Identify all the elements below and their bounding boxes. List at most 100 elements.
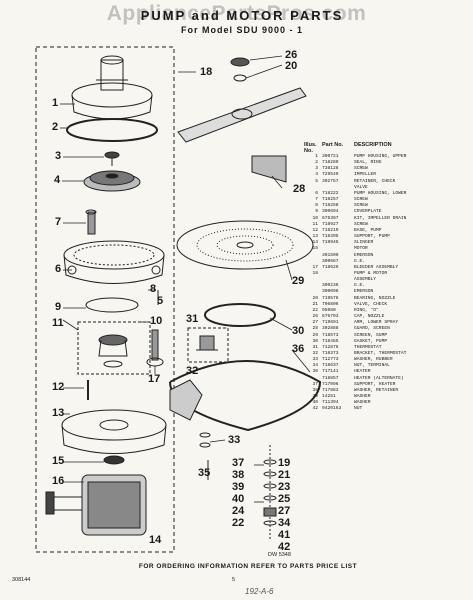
part-no-cell: 95080 — [322, 307, 336, 313]
long-screw-drawing — [85, 209, 97, 235]
callout-18: 18 — [200, 66, 213, 78]
callout-22: 22 — [232, 517, 245, 529]
part-no-cell: 717141 — [322, 369, 339, 375]
callout-4: 4 — [54, 174, 61, 186]
illus-no-cell: 9 — [315, 209, 318, 215]
table-row: ASSEMBLY — [304, 277, 472, 283]
description-cell: BLEEDER ASSEMBLY — [354, 264, 399, 270]
callout-23: 23 — [278, 481, 291, 493]
part-no-cell: 675397 — [322, 215, 339, 221]
illus-no-cell: 37 — [312, 381, 318, 387]
callout-13: 13 — [52, 407, 65, 419]
callout-40: 40 — [232, 493, 245, 505]
slinger-drawing — [103, 455, 125, 465]
illus-no-cell: 10 — [312, 215, 318, 221]
handwritten-code: 192-A-6 — [245, 587, 274, 596]
callout-21: 21 — [278, 469, 291, 481]
callout-32: 32 — [186, 365, 199, 377]
callout-31: 31 — [186, 313, 199, 325]
description-cell: VALVE, CHECK — [354, 301, 388, 307]
nozzle-bearing-drawing — [233, 74, 247, 82]
illus-no-cell: 11 — [312, 221, 318, 227]
callout-15: 15 — [52, 455, 65, 467]
impeller-drain-kit-drawing — [98, 334, 128, 368]
description-cell: NUT — [354, 406, 363, 412]
callout-24: 24 — [232, 505, 245, 517]
coverplate-drawing — [85, 297, 139, 313]
motor-drawing — [45, 474, 147, 536]
illus-no-cell: 40 — [312, 400, 318, 406]
description-cell: CAP, NOZZLE — [354, 314, 385, 320]
description-cell: BRACKET, THERMOSTAT — [354, 351, 407, 356]
callout-1: 1 — [52, 97, 59, 109]
illus-no-cell: 4 — [315, 172, 318, 178]
part-no-cell: 302888 — [322, 326, 339, 332]
thermostat-bracket-boundary — [187, 327, 229, 363]
part-no-cell: 718373 — [322, 351, 339, 356]
description-cell: EMERSON — [354, 252, 374, 258]
illus-no-cell: 7 — [315, 197, 318, 203]
illus-no-cell: 42 — [312, 406, 318, 412]
callout-20: 20 — [285, 60, 298, 72]
illus-no-cell: 2 — [315, 160, 318, 166]
part-no-cell: 706806 — [322, 301, 339, 307]
description-cell: SCREW — [354, 203, 368, 209]
terminal-nut-drawing — [169, 379, 211, 448]
illus-no-cell: 26 — [312, 314, 318, 320]
illus-no-cell: 6 — [315, 190, 318, 196]
impeller-drawing — [83, 170, 141, 192]
part-no-header: Part No. — [322, 142, 344, 148]
part-no-cell: 718573 — [322, 332, 339, 338]
description-cell: WASHER, RETAINER — [354, 387, 399, 393]
illus-no-cell: 33 — [312, 357, 318, 363]
description-cell: ARM, LOWER SPRAY — [354, 320, 399, 326]
screen-guard-drawing — [251, 155, 287, 183]
figure-code: DW 5348 — [268, 552, 291, 558]
description-cell: PUMP HOUSING, UPPER — [354, 154, 407, 159]
leader-lines — [60, 55, 311, 503]
lower-spray-arm-drawing — [177, 87, 307, 143]
sump-screen-drawing — [176, 220, 314, 270]
description-cell: SUPPORT, HEATER — [354, 381, 396, 387]
table-row: 42 9420163 NUT — [304, 406, 472, 412]
description-cell: VALVE — [354, 184, 368, 190]
part-no-cell: 300667 — [322, 258, 339, 264]
callout-19: 19 — [278, 457, 291, 469]
illus-no-cell: 15 — [312, 246, 318, 252]
description-cell: GASKET, PUMP — [354, 338, 388, 344]
callout-10: 10 — [150, 315, 163, 327]
description-cell: COVERPLATE — [354, 209, 382, 215]
illus-no-cell: 38 — [312, 387, 318, 393]
description-cell: RETAINER, CHECK — [354, 178, 396, 184]
callout-6: 6 — [55, 263, 62, 275]
description-cell: WASHER, RUBBER — [354, 357, 393, 363]
page-title: PUMP and MOTOR PARTS — [140, 8, 344, 23]
part-no-cell: 718629 — [322, 264, 339, 270]
bleeder-assembly-drawing — [146, 329, 164, 367]
part-no-cell: 9420163 — [322, 406, 342, 412]
callout-34: 34 — [278, 517, 291, 529]
callout-2: 2 — [52, 121, 59, 133]
description-cell: MOTOR — [354, 246, 368, 252]
callout-14: 14 — [149, 534, 162, 546]
callout-5: 5 — [157, 295, 164, 307]
ordering-note: FOR ORDERING INFORMATION REFER TO PARTS … — [138, 563, 358, 570]
callout-29: 29 — [292, 275, 305, 287]
document-code: 308144 — [12, 577, 31, 583]
illus-no-cell: 22 — [312, 307, 318, 313]
part-no-cell: 14251 — [322, 394, 336, 400]
lower-pump-housing-drawing — [63, 240, 165, 284]
screw-drawing — [104, 151, 120, 166]
thermostat-drawing — [196, 335, 218, 351]
